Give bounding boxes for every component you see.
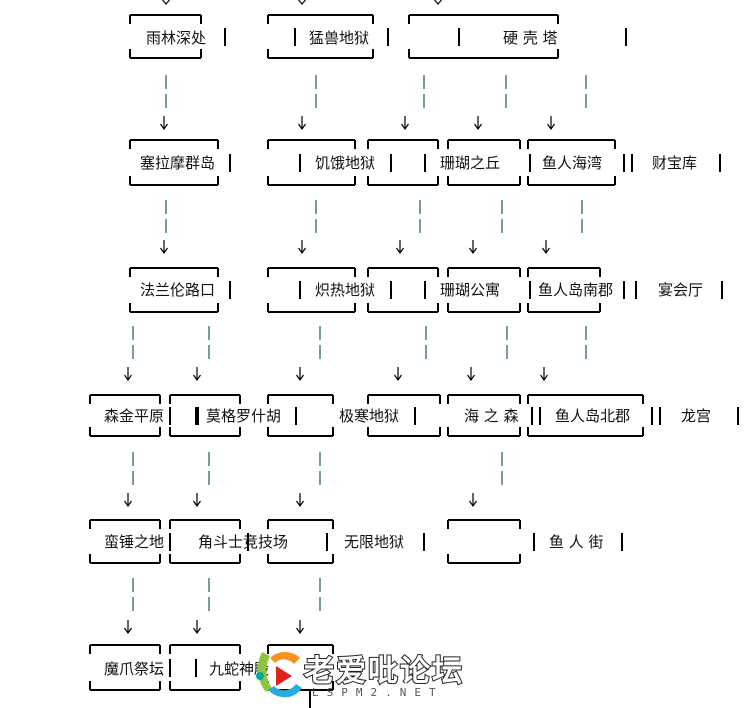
node-r4-c: 极寒地狱 xyxy=(339,407,400,425)
node-r2-a: 塞拉摩群岛 xyxy=(140,154,216,172)
conn-3b-arrow-head xyxy=(193,374,201,382)
top-arrow-3 xyxy=(434,0,442,5)
node-r2-e: 财宝库 xyxy=(652,154,698,172)
node-r4-d: 海 之 森 xyxy=(464,407,519,425)
node-r5-a: 蛮锤之地 xyxy=(104,533,165,551)
watermark-url: LSPM2.NET xyxy=(312,686,444,699)
node-r1-b: 猛兽地狱 xyxy=(309,29,370,47)
conn-5b-arrow-head xyxy=(193,627,201,635)
conn-2b-arrow-head xyxy=(298,247,306,255)
conn-4d-arrow-head xyxy=(469,500,477,508)
conn-4a-arrow-head xyxy=(124,500,132,508)
conn-1a-arrow-head xyxy=(160,123,168,131)
conn-3a-arrow-head xyxy=(124,374,132,382)
node-r6-a: 魔爪祭坛 xyxy=(104,660,165,678)
node-r4-e: 鱼人岛北郡 xyxy=(555,407,631,425)
node-r5-d: 鱼 人 街 xyxy=(549,533,604,551)
node-r4-b: 莫格罗什胡 xyxy=(206,407,282,425)
conn-3e-arrow-head xyxy=(467,374,475,382)
node-r1-c: 硬 壳 塔 xyxy=(503,29,558,47)
watermark-logo-icon xyxy=(256,652,302,698)
node-r3-e: 宴会厅 xyxy=(658,281,704,299)
node-r3-b: 炽热地狱 xyxy=(315,281,376,299)
conn-1b-arrow-head xyxy=(298,123,306,131)
conn-4b-arrow-head xyxy=(193,500,201,508)
conn-1c-arrow-head xyxy=(401,123,409,131)
conn-2d-arrow-head xyxy=(469,247,477,255)
conn-1e-arrow-head xyxy=(547,123,555,131)
conn-2e-arrow-head xyxy=(542,247,550,255)
top-arrow-1 xyxy=(162,0,170,5)
node-r3-c: 珊瑚公寓 xyxy=(440,281,501,299)
node-r4-f: 龙宫 xyxy=(681,407,712,425)
conn-3c-arrow-head xyxy=(296,374,304,382)
top-arrow-2 xyxy=(298,0,306,5)
node-r5-b: 角斗士竞技场 xyxy=(198,533,289,551)
node-r6-b: 九蛇神殿 xyxy=(209,660,270,678)
node-r5-c: 无限地狱 xyxy=(344,533,405,551)
node-r2-c: 珊瑚之丘 xyxy=(440,154,501,172)
node-r1-a: 雨林深处 xyxy=(146,29,207,47)
node-r2-d: 鱼人海湾 xyxy=(542,154,603,172)
node-r4-a: 森金平原 xyxy=(104,407,165,425)
forum-watermark: 老爱吡论坛 LSPM2.NET xyxy=(248,640,518,708)
conn-5c-arrow-head xyxy=(296,627,304,635)
conn-4c-arrow-head xyxy=(296,500,304,508)
node-r3-d: 鱼人岛南郡 xyxy=(538,281,614,299)
node-r2-b: 饥饿地狱 xyxy=(315,154,376,172)
conn-2c-arrow-head xyxy=(396,247,404,255)
watermark-title: 老爱吡论坛 xyxy=(303,653,464,690)
node-r3-a: 法兰伦路口 xyxy=(140,281,216,299)
conn-3f-arrow-head xyxy=(540,374,548,382)
conn-3d-arrow-head xyxy=(394,374,402,382)
conn-2a-arrow-head xyxy=(160,247,168,255)
conn-1d-arrow-head xyxy=(474,123,482,131)
conn-5a-arrow-head xyxy=(124,627,132,635)
